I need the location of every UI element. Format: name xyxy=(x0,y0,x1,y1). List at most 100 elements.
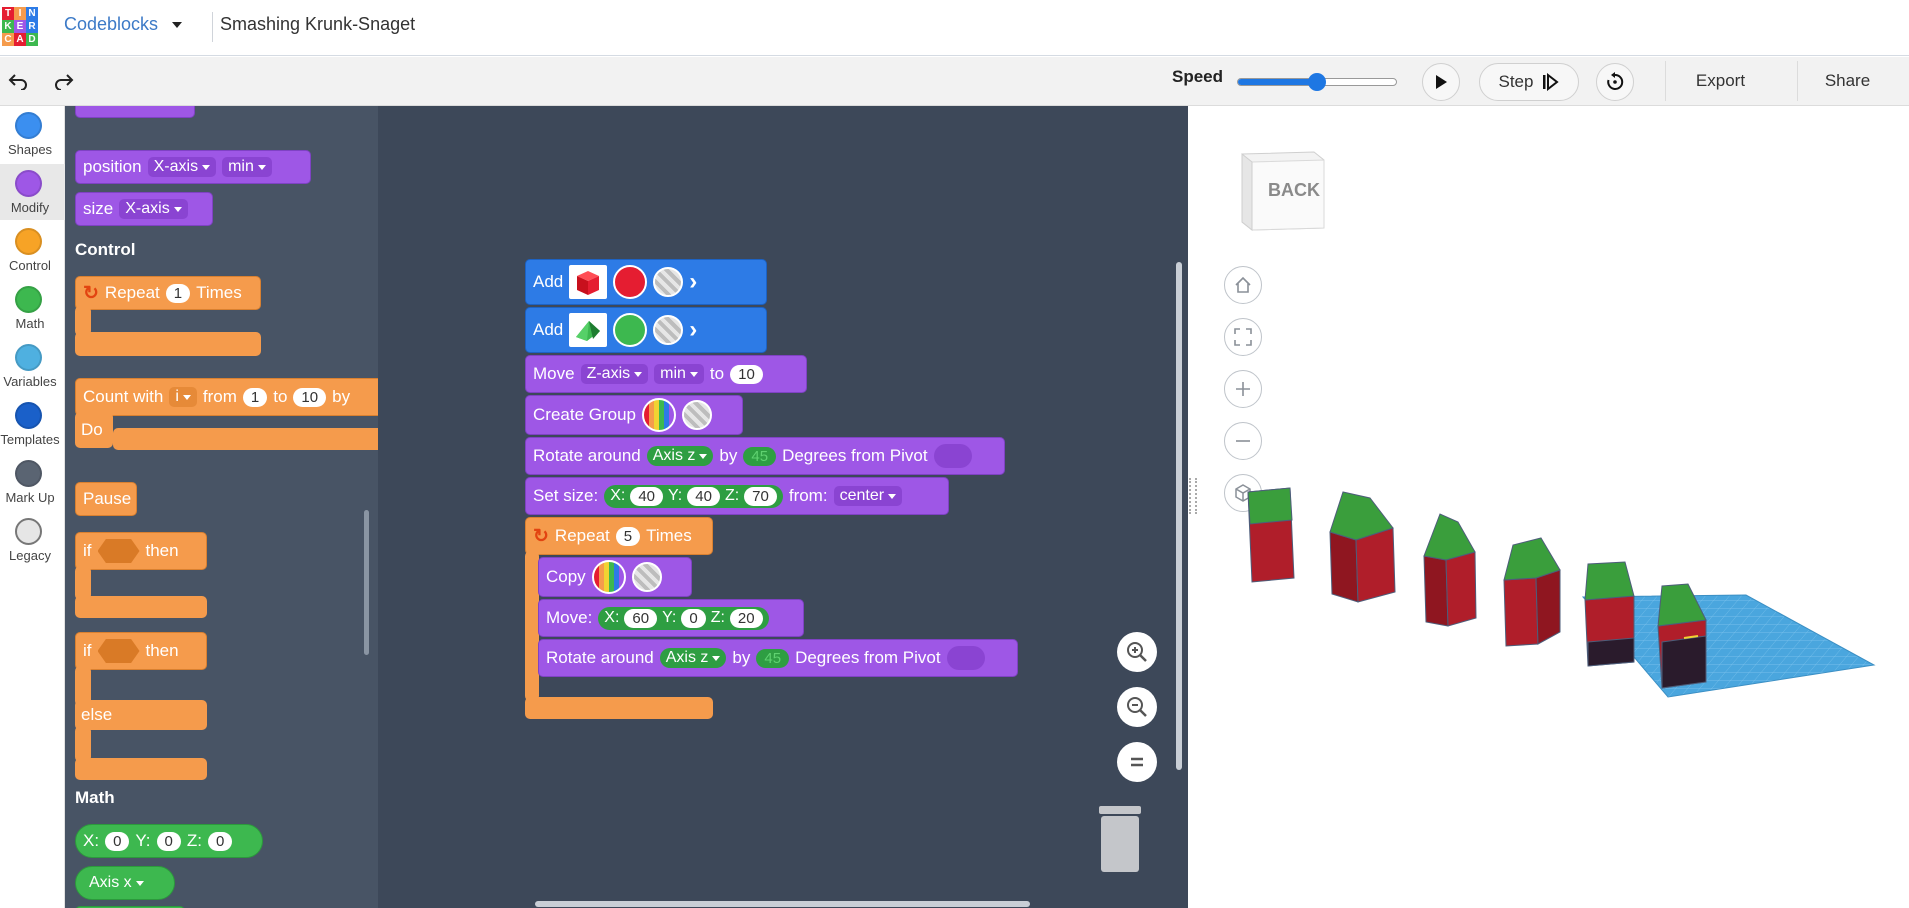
edge-dropdown[interactable]: min xyxy=(222,157,272,177)
size-x-input[interactable]: 40 xyxy=(630,486,664,506)
x-input[interactable]: 0 xyxy=(105,831,130,851)
trash-icon[interactable] xyxy=(1097,806,1143,872)
workspace-reset-zoom-button[interactable] xyxy=(1117,742,1157,782)
category-legacy[interactable]: Legacy xyxy=(0,512,65,568)
multicolor-swatch[interactable] xyxy=(591,560,626,594)
view-cube[interactable]: BACK xyxy=(1238,148,1328,234)
set-size-block[interactable]: Set size: X: 40 Y: 40 Z: 70 from: center xyxy=(525,477,949,515)
rotate-block[interactable]: Rotate around Axis z by 45 Degrees from … xyxy=(538,639,1018,677)
color-swatch-red[interactable] xyxy=(613,265,648,299)
project-type-link[interactable]: Codeblocks xyxy=(64,14,159,34)
multicolor-swatch[interactable] xyxy=(642,398,676,432)
panel-resize-handle[interactable] xyxy=(1189,478,1197,514)
add-shape-block[interactable]: Add › xyxy=(525,307,767,353)
condition-slot[interactable] xyxy=(97,539,140,563)
move-block[interactable]: Move Z-axis min to 10 xyxy=(525,355,807,393)
category-mark-up[interactable]: Mark Up xyxy=(0,454,65,510)
undo-icon[interactable] xyxy=(8,72,28,90)
color-swatch-green[interactable] xyxy=(613,313,648,347)
roof-shape-icon[interactable] xyxy=(569,313,608,347)
palette-size-block[interactable]: size X-axis xyxy=(75,192,213,226)
category-math[interactable]: Math xyxy=(0,280,65,336)
3d-viewport[interactable] xyxy=(1188,106,1909,908)
variable-dropdown[interactable]: i xyxy=(169,387,197,407)
condition-slot[interactable] xyxy=(97,639,140,663)
restart-button[interactable] xyxy=(1596,63,1634,101)
chevron-right-icon[interactable]: › xyxy=(689,268,698,295)
axis-dropdown[interactable]: Z-axis xyxy=(580,364,649,384)
project-name[interactable]: Smashing Krunk-Snaget xyxy=(220,14,416,34)
house-shape[interactable] xyxy=(1423,513,1477,627)
hole-swatch[interactable] xyxy=(653,267,684,297)
palette-scrollbar[interactable] xyxy=(364,510,369,655)
redo-icon[interactable] xyxy=(54,72,74,90)
category-variables[interactable]: Variables xyxy=(0,338,65,394)
export-button[interactable]: Export xyxy=(1665,61,1775,101)
category-shapes[interactable]: Shapes xyxy=(0,106,65,162)
play-button[interactable] xyxy=(1422,63,1460,101)
category-templates[interactable]: Templates xyxy=(0,396,65,452)
viewport-zoom-out-button[interactable] xyxy=(1224,422,1262,460)
repeat-count-input[interactable]: 5 xyxy=(615,526,641,546)
to-input[interactable]: 10 xyxy=(293,387,327,407)
add-shape-block[interactable]: Add › xyxy=(525,259,767,305)
from-input[interactable]: 1 xyxy=(242,387,268,407)
palette-pause-block[interactable]: Pause xyxy=(75,482,137,516)
move-xyz-block[interactable]: Move: X: 60 Y: 0 Z: 20 xyxy=(538,599,804,637)
fit-view-button[interactable] xyxy=(1224,318,1262,356)
pivot-slot[interactable] xyxy=(946,646,985,670)
category-modify[interactable]: Modify xyxy=(0,164,65,220)
share-button[interactable]: Share xyxy=(1797,61,1897,101)
palette-xyz-block[interactable]: X: 0 Y: 0 Z: 0 xyxy=(75,824,263,858)
house-shape[interactable] xyxy=(1584,561,1635,667)
house-shape[interactable] xyxy=(1247,487,1295,583)
step-button[interactable]: Step xyxy=(1479,63,1579,101)
palette-block-partial[interactable] xyxy=(75,106,195,118)
chevron-down-icon[interactable] xyxy=(172,22,182,28)
palette-axis-block[interactable]: Axis x xyxy=(75,866,175,900)
box-shape-icon[interactable] xyxy=(569,265,608,299)
y-input[interactable]: 0 xyxy=(156,831,181,851)
axis-dropdown[interactable]: Axis x xyxy=(83,873,150,893)
category-control[interactable]: Control xyxy=(0,222,65,278)
rotate-degrees-input[interactable]: 45 xyxy=(743,446,777,466)
pivot-slot[interactable] xyxy=(933,444,972,468)
anchor-dropdown[interactable]: center xyxy=(833,486,903,506)
repeat-count-input[interactable]: 1 xyxy=(165,283,191,303)
axis-dropdown[interactable]: X-axis xyxy=(119,199,188,219)
size-y-input[interactable]: 40 xyxy=(687,486,720,506)
hole-swatch[interactable] xyxy=(631,562,662,592)
move-y-input[interactable]: 0 xyxy=(681,608,706,628)
speed-slider-thumb[interactable] xyxy=(1308,73,1326,91)
copy-block[interactable]: Copy xyxy=(538,557,692,597)
size-z-input[interactable]: 70 xyxy=(744,486,777,506)
home-view-button[interactable] xyxy=(1224,266,1262,304)
chevron-right-icon[interactable]: › xyxy=(689,316,698,343)
workspace-horizontal-scrollbar[interactable] xyxy=(535,901,1030,907)
hole-swatch[interactable] xyxy=(682,400,712,430)
axis-dropdown[interactable]: Axis z xyxy=(646,446,714,466)
house-shape[interactable] xyxy=(1329,491,1396,603)
house-shape[interactable] xyxy=(1503,537,1561,647)
viewport-zoom-in-button[interactable] xyxy=(1224,370,1262,408)
workspace-vertical-scrollbar[interactable] xyxy=(1176,262,1182,770)
move-x-input[interactable]: 60 xyxy=(624,608,658,628)
tinkercad-logo[interactable]: T I N K E R C A D xyxy=(2,7,38,47)
hole-swatch[interactable] xyxy=(653,315,684,345)
workspace-zoom-in-button[interactable] xyxy=(1117,632,1157,672)
z-input[interactable]: 0 xyxy=(207,831,233,851)
edge-dropdown[interactable]: min xyxy=(654,364,704,384)
axis-dropdown[interactable]: Axis z xyxy=(659,648,727,668)
house-shape[interactable] xyxy=(1657,583,1707,689)
workspace-zoom-out-button[interactable] xyxy=(1117,687,1157,727)
rotate-block[interactable]: Rotate around Axis z by 45 Degrees from … xyxy=(525,437,1005,475)
palette-position-block[interactable]: position X-axis min xyxy=(75,150,311,184)
block-label: Y: xyxy=(135,831,151,850)
create-group-block[interactable]: Create Group xyxy=(525,395,743,435)
rotate-degrees-input[interactable]: 45 xyxy=(756,648,790,668)
speed-slider[interactable] xyxy=(1237,73,1397,91)
variables-icon xyxy=(15,344,42,371)
move-z-input[interactable]: 20 xyxy=(729,608,763,628)
move-value-input[interactable]: 10 xyxy=(730,364,763,384)
axis-dropdown[interactable]: X-axis xyxy=(147,157,217,177)
